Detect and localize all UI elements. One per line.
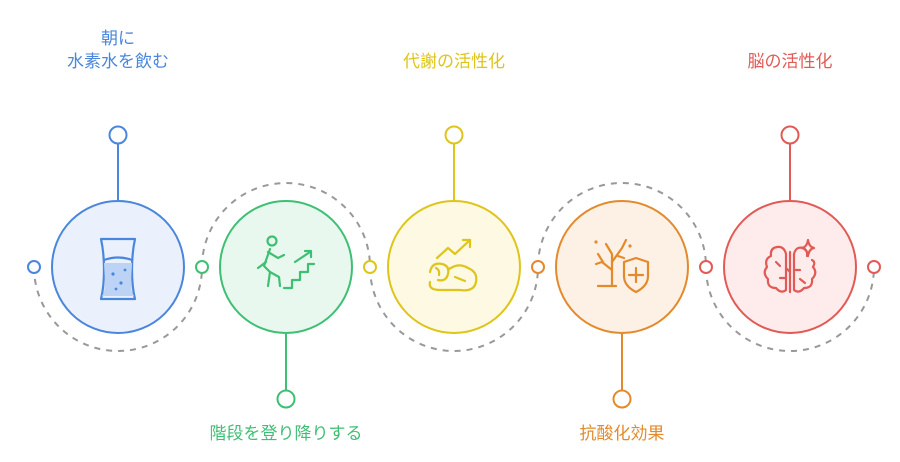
step-1-port [27,260,41,274]
step-4-label: 抗酸化効果 [580,423,665,446]
climbing-stairs-icon [256,235,316,290]
step-3-label: 代謝の活性化 [403,51,505,74]
step-5-port [699,260,713,274]
step-2-label-line-1: 階段を登り降りする [209,424,363,444]
dashed-wave-connector [33,182,875,352]
step-3-label-line-1: 代謝の活性化 [403,52,505,72]
step-5-label: 脳の活性化 [748,51,833,74]
step-1-label-line-1: 朝に [101,29,135,49]
step-4-label-line-1: 抗酸化効果 [579,424,665,444]
step-2-circle [219,200,353,334]
step-4-antioxidant [531,200,689,409]
step-5-port-right [867,260,881,274]
step-2-port [195,260,209,274]
step-1-label-line-2: 水素水を飲む [67,52,169,72]
step-1-water [27,125,185,334]
brain-spark-icon [763,238,817,294]
metabolism-boost-icon [428,238,478,292]
step-5-label-line-1: 脳の活性化 [747,52,833,72]
step-5-brain [699,125,881,334]
step-3-port [363,260,377,274]
step-1-marker [108,125,128,145]
step-4-circle [555,200,689,334]
step-1-label: 朝に 水素水を飲む [67,28,169,74]
step-5-marker [780,125,800,145]
step-3-marker [444,125,464,145]
step-2-label: 階段を登り降りする [210,423,363,446]
step-4-port [531,260,545,274]
antioxidant-shield-icon [594,238,650,294]
step-3-metabolism [363,125,521,334]
step-2-stairs [195,200,353,409]
step-2-marker [276,389,296,409]
step-4-marker [612,389,632,409]
water-glass-icon [99,237,137,301]
